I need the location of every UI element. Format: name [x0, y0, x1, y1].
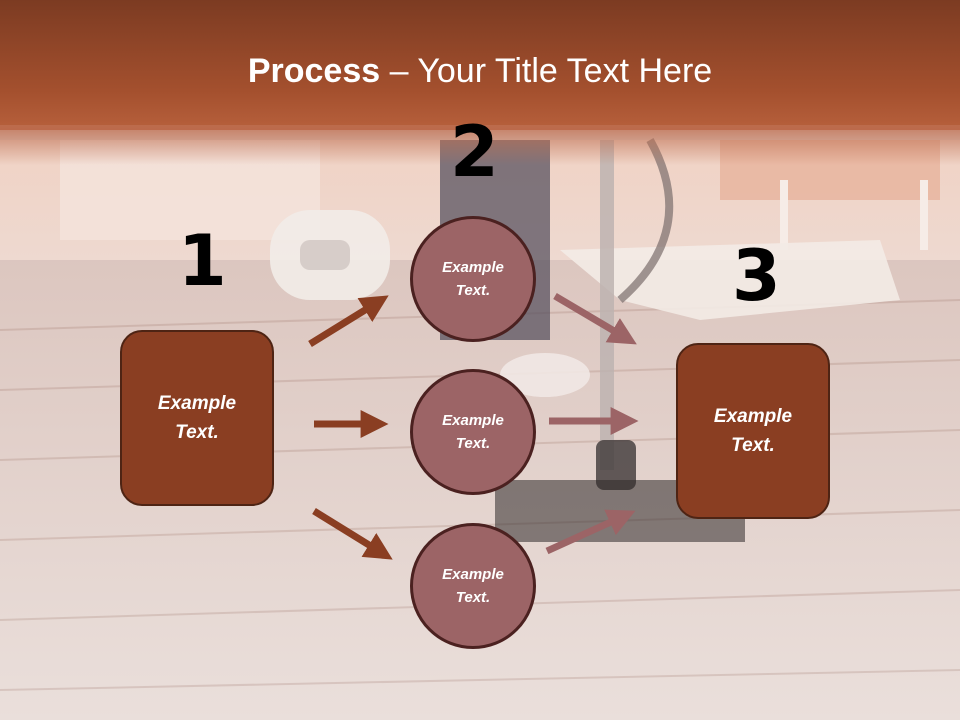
- circle-middle-text: Example Text.: [442, 412, 504, 452]
- title-rest: – Your Title Text Here: [380, 52, 713, 90]
- right-box: Example Text.: [676, 343, 830, 519]
- slide-title: Process – Your Title Text Here: [0, 52, 960, 91]
- arrow-right-bottom: [545, 509, 636, 555]
- header-band: [0, 0, 960, 130]
- circle-top-text: Example Text.: [442, 259, 504, 299]
- circle-top: Example Text.: [410, 216, 536, 342]
- arrow-right-top: [553, 292, 637, 345]
- left-box: Example Text.: [120, 330, 274, 506]
- arrow-left-top: [308, 295, 389, 347]
- right-box-text: Example Text.: [713, 406, 793, 456]
- title-bold: Process: [247, 52, 381, 90]
- step-number-1: 1: [178, 220, 227, 302]
- left-box-text: Example Text.: [157, 393, 237, 443]
- circle-middle: Example Text.: [410, 369, 536, 495]
- header-fade: [0, 125, 960, 165]
- arrow-left-bottom: [312, 508, 393, 560]
- step-number-2: 2: [450, 111, 499, 193]
- step-number-3: 3: [732, 235, 781, 317]
- circle-bottom: Example Text.: [410, 523, 536, 649]
- circle-bottom-text: Example Text.: [442, 566, 504, 606]
